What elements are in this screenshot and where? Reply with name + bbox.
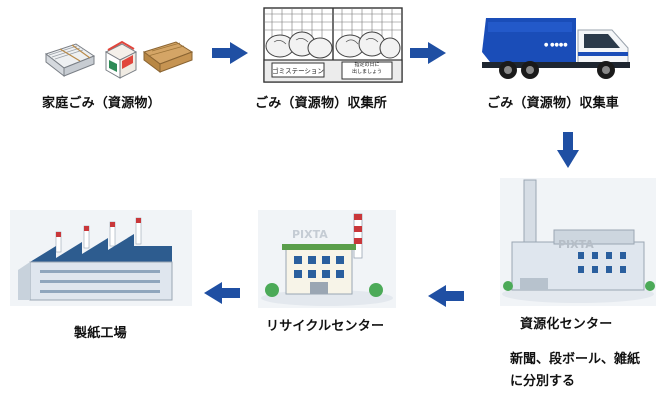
svg-text:● ●●●●: ● ●●●● xyxy=(544,42,568,48)
station-sign-text: ゴミステーション xyxy=(272,66,324,75)
arrow-left-icon xyxy=(204,282,240,304)
recycle-center-watermark: PIXTA xyxy=(292,228,328,241)
collection-point-label: ごみ（資源物）収集所 xyxy=(255,96,388,111)
milk-carton-icon xyxy=(104,40,138,79)
paper-mill-label: 製紙工場 xyxy=(74,326,127,341)
household-label: 家庭ごみ（資源物） xyxy=(42,96,161,111)
incineration-plant-icon: PIXTA xyxy=(500,178,656,306)
truck-wheels xyxy=(499,61,615,79)
resource-center-label: 資源化センター xyxy=(520,317,613,332)
collection-truck-label: ごみ（資源物）収集車 xyxy=(487,96,620,111)
flow-arrow-down xyxy=(557,132,579,168)
flow-arrow-left-2 xyxy=(204,282,240,304)
collection-point-node: ゴミステーション 指定の日に 出しましょう xyxy=(262,4,406,86)
arrow-left-icon xyxy=(428,285,464,307)
flow-arrow-left-1 xyxy=(428,285,464,307)
sorting-note-text: 新聞、段ボール、雑紙 に分別する xyxy=(510,352,641,389)
household-node xyxy=(36,30,196,85)
arrow-down-icon xyxy=(557,132,579,168)
cardboard-stack-icon xyxy=(142,41,194,73)
garbage-truck-icon: ● ●●●● xyxy=(482,18,630,79)
recycle-center-label: リサイクルセンター xyxy=(266,319,385,334)
arrow-right-icon xyxy=(410,42,446,64)
paper-mill-node xyxy=(10,210,192,306)
flow-arrow-right-1 xyxy=(212,42,248,64)
resource-center-node: PIXTA xyxy=(500,178,656,306)
station-notice-text: 指定の日に 出しましょう xyxy=(351,62,382,75)
newspaper-bundle-icon xyxy=(44,43,96,78)
newspaper-carton-cardboard-icon xyxy=(44,40,194,79)
paper-factory-icon xyxy=(10,210,192,306)
resource-center-watermark: PIXTA xyxy=(558,238,594,251)
arrow-right-icon xyxy=(212,42,248,64)
garbage-station-icon: ゴミステーション xyxy=(263,7,403,83)
recycle-building-icon: PIXTA xyxy=(258,210,396,308)
resource-center-note: 新聞、段ボール、雑紙 に分別する xyxy=(510,349,640,393)
flow-arrow-right-2 xyxy=(410,42,446,64)
collection-truck-node: ● ●●●● xyxy=(478,12,638,84)
recycle-center-node: PIXTA xyxy=(258,210,396,308)
